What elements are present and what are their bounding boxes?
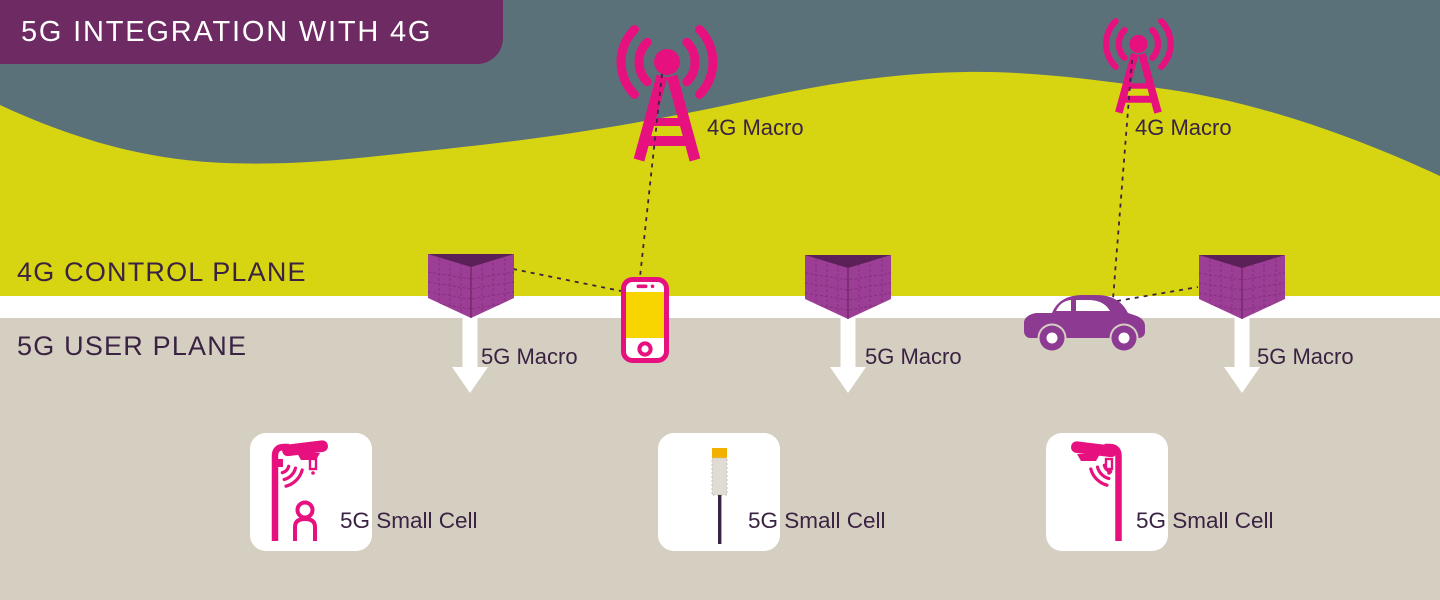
smartphone-icon: [621, 277, 669, 363]
macro-4g-label: 4G Macro: [707, 115, 804, 140]
pole-small-cell-icon: [711, 448, 728, 544]
macro-5g-label: 5G Macro: [481, 344, 578, 369]
macro-5g-label: 5G Macro: [865, 344, 962, 369]
user-plane-label: 5G USER PLANE: [17, 331, 248, 361]
macro-5g-label: 5G Macro: [1257, 344, 1354, 369]
yellow-wave-band: [0, 71, 1440, 296]
faceted-array-icon: [1198, 254, 1286, 320]
down-arrow-icon: [1224, 310, 1260, 393]
signal-arcs-icon: [280, 464, 304, 488]
radio-tower-icon: [605, 22, 725, 162]
radio-tower-icon: [1095, 16, 1179, 114]
faceted-array-icon: [804, 254, 892, 320]
title-banner: 5G INTEGRATION WITH 4G: [0, 0, 503, 64]
person-icon: [293, 500, 317, 541]
street-lamp-small-cell-with-person-icon: [271, 440, 328, 541]
faceted-array-icon: [427, 253, 515, 319]
signal-arcs-icon: [1089, 463, 1113, 487]
macro-4g-label: 4G Macro: [1135, 115, 1232, 140]
small-cell-label: 5G Small Cell: [340, 508, 478, 533]
small-cell-label: 5G Small Cell: [1136, 508, 1274, 533]
street-lamp-small-cell-icon: [1071, 441, 1122, 541]
car-icon: [1024, 295, 1145, 351]
control-plane-label: 4G CONTROL PLANE: [17, 257, 307, 287]
down-arrow-icon: [830, 310, 866, 393]
small-cell-label: 5G Small Cell: [748, 508, 886, 533]
page-title: 5G INTEGRATION WITH 4G: [21, 15, 433, 48]
